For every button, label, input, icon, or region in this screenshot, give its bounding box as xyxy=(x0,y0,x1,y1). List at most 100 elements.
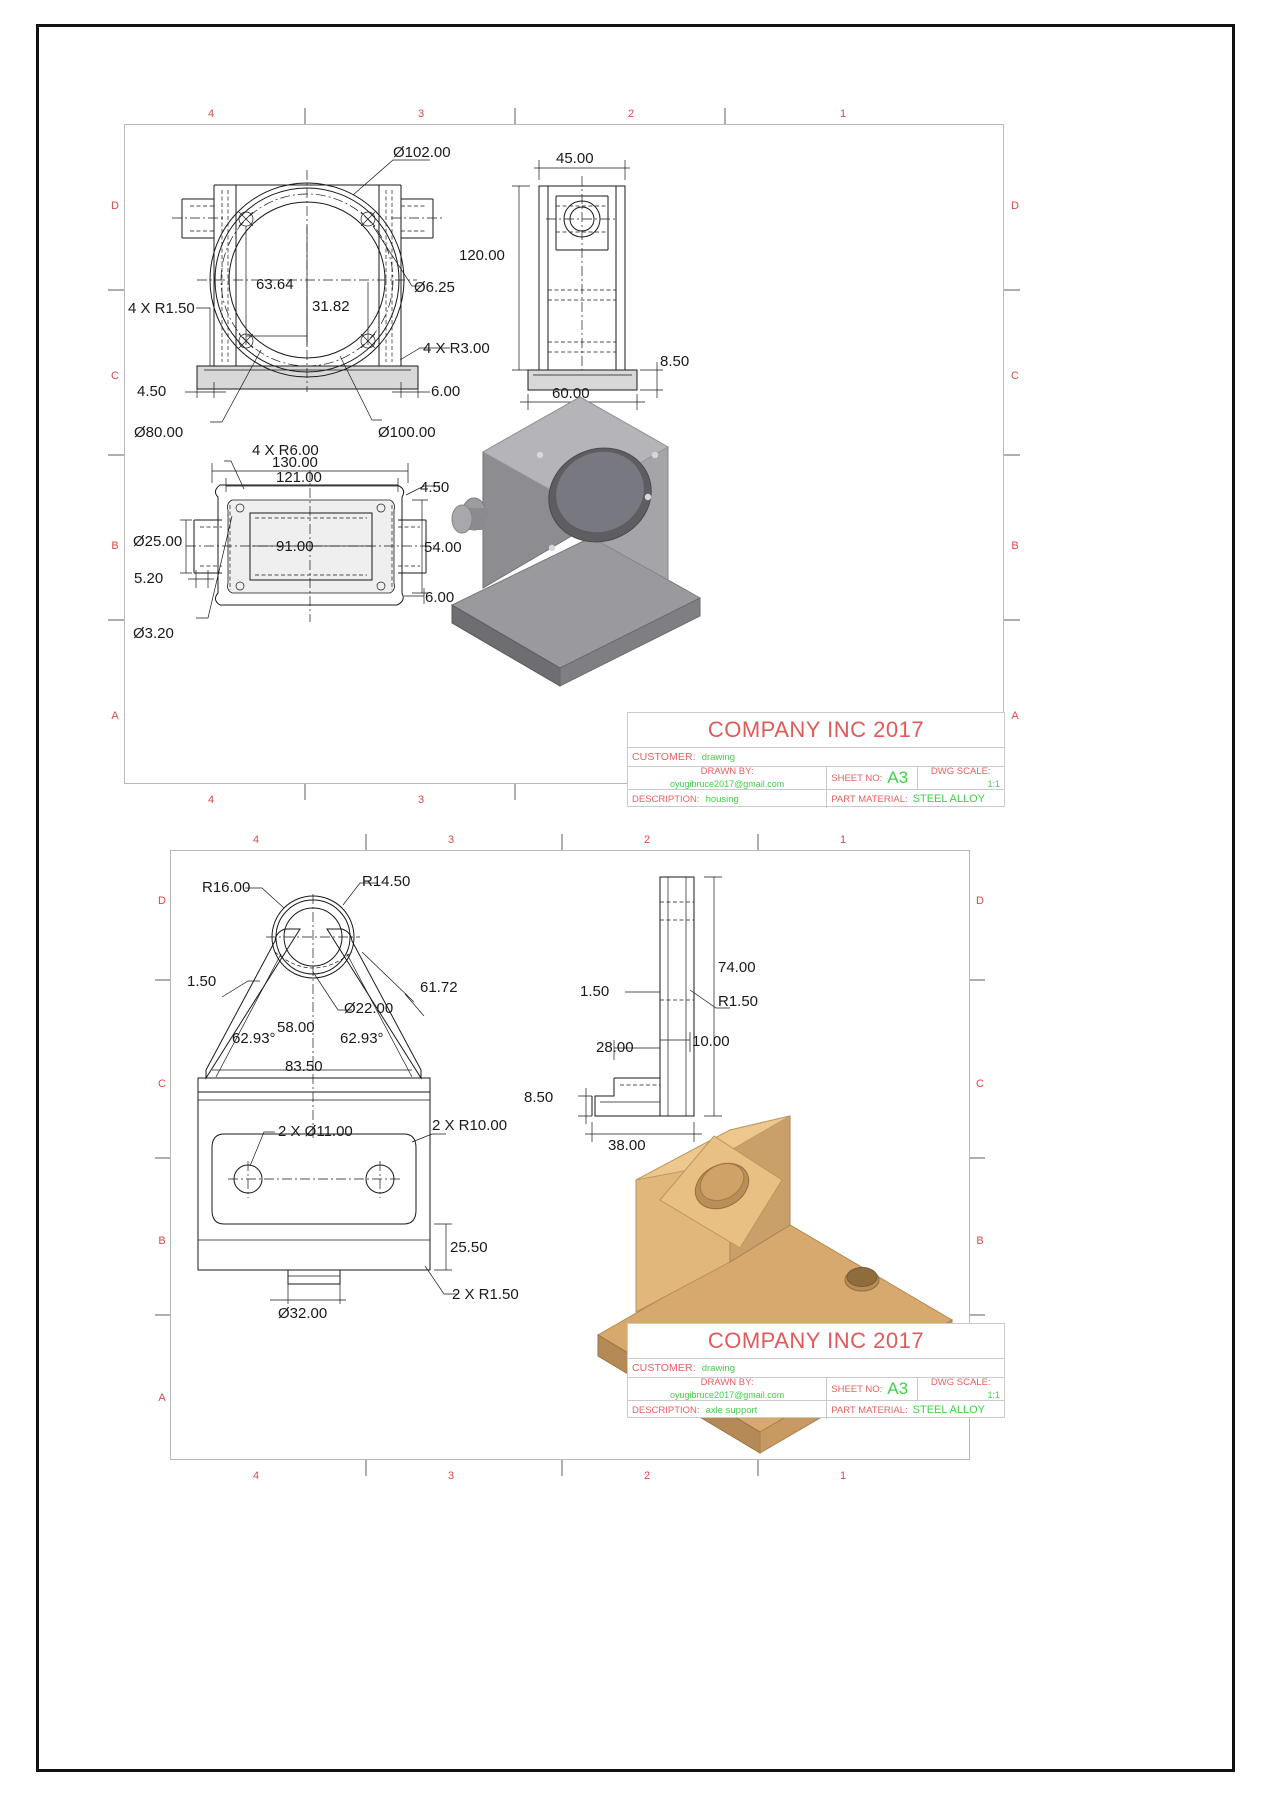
sheet1-sheet-no-label: SHEET NO: xyxy=(831,772,883,784)
sheet1-part-material-label: PART MATERIAL: xyxy=(831,793,908,805)
sheet1-zone-row-C-right: C xyxy=(1011,370,1019,382)
dim-d100: Ø100.00 xyxy=(378,424,436,441)
sheet1-dwg-scale-value: 1:1 xyxy=(987,779,1000,789)
sheet1-zone-col-4-top: 4 xyxy=(207,108,215,120)
dim-2550: 25.50 xyxy=(450,1239,488,1256)
sheet1-zone-row-B-left: B xyxy=(111,540,119,552)
sheet1-zone-col-3-bottom: 3 xyxy=(417,794,425,806)
sheet2-zone-col-3-bottom: 3 xyxy=(447,1470,455,1482)
dim-d102: Ø102.00 xyxy=(393,144,451,161)
sheet2-zone-col-1-top: 1 xyxy=(839,834,847,846)
housing-isometric-view xyxy=(450,396,702,687)
housing-front-view-geometry xyxy=(172,170,443,392)
sheet2-zone-row-B-right: B xyxy=(976,1235,984,1247)
dim-2x-r150: 2 X R1.50 xyxy=(452,1286,519,1303)
dim-5400: 54.00 xyxy=(424,539,462,556)
dim-600-front: 6.00 xyxy=(431,383,460,400)
sheet2-drawn-by-value: oyugibruce2017@gmail.com xyxy=(670,1390,785,1400)
sheet2-title-block: COMPANY INC 2017 CUSTOMER: drawing DRAWN… xyxy=(627,1323,1005,1419)
sheet2-customer-value: drawing xyxy=(701,1362,735,1374)
dim-5800: 58.00 xyxy=(277,1019,315,1036)
dim-4xr300: 4 X R3.00 xyxy=(423,340,490,357)
sheet1-zone-row-A-left: A xyxy=(111,710,119,722)
sheet1-dwg-scale-label: DWG SCALE: xyxy=(930,767,991,777)
sheet2-dwg-scale-label: DWG SCALE: xyxy=(930,1378,991,1388)
sheet-1-housing: 4 3 2 1 4 3 2 1 D C B A D C B A xyxy=(0,0,1271,880)
sheet1-description-label: DESCRIPTION: xyxy=(632,793,700,805)
housing-top-dimensions: 4 X R6.00 130.00 121.00 4.50 Ø25.00 91.0… xyxy=(133,442,462,642)
dim-1000: 10.00 xyxy=(692,1033,730,1050)
axle-support-front-geometry xyxy=(197,894,431,1285)
sheet2-zone-row-C-left: C xyxy=(158,1078,166,1090)
sheet1-drawn-by-label: DRAWN BY: xyxy=(700,767,754,777)
sheet2-zone-row-C-right: C xyxy=(976,1078,984,1090)
sheet2-drawn-by-label: DRAWN BY: xyxy=(700,1378,754,1388)
sheet2-zone-row-B-left: B xyxy=(158,1235,166,1247)
sheet2-zone-col-1-bottom: 1 xyxy=(839,1470,847,1482)
page-outer-border xyxy=(36,24,1235,1772)
sheet1-customer-label: CUSTOMER: xyxy=(632,751,696,763)
dim-d80: Ø80.00 xyxy=(134,424,183,441)
dim-d2500: Ø25.00 xyxy=(133,533,182,550)
sheet2-zone-col-2-bottom: 2 xyxy=(643,1470,651,1482)
sheet1-zone-col-4-bottom: 4 xyxy=(207,794,215,806)
sheet2-sheet-no-label: SHEET NO: xyxy=(831,1383,883,1395)
dim-520: 5.20 xyxy=(134,570,163,587)
sheet1-sheet-no-value: A3 xyxy=(887,768,909,787)
dim-7400: 74.00 xyxy=(718,959,756,976)
dim-r1600: R16.00 xyxy=(202,879,250,896)
sheet2-customer-label: CUSTOMER: xyxy=(632,1362,696,1374)
sheet1-zone-row-A-right: A xyxy=(1011,710,1019,722)
sheet1-zone-row-B-right: B xyxy=(1011,540,1019,552)
dim-600-top: 6.00 xyxy=(425,589,454,606)
housing-side-view-geometry xyxy=(527,176,638,391)
sheet1-company-name: COMPANY INC 2017 xyxy=(707,717,925,742)
sheet1-drawing-frame xyxy=(124,124,1004,784)
dim-angle-left: 62.93° xyxy=(232,1030,276,1047)
dim-450-top: 4.50 xyxy=(420,479,449,496)
axle-support-side-dimensions: 1.50 74.00 R1.50 10.00 28.00 8.50 38.00 xyxy=(524,876,758,1154)
sheet1-zone-col-3-top: 3 xyxy=(417,108,425,120)
dim-2x-r1000: 2 X R10.00 xyxy=(432,1117,507,1134)
dim-4xr150: 4 X R1.50 xyxy=(128,300,195,317)
dim-d2200: Ø22.00 xyxy=(344,1000,393,1017)
sheet2-zone-col-2-top: 2 xyxy=(643,834,651,846)
dim-13000: 130.00 xyxy=(272,454,318,471)
sheet2-zone-col-4-bottom: 4 xyxy=(252,1470,260,1482)
dim-12100: 121.00 xyxy=(276,469,322,486)
axle-support-front-dimensions: R16.00 R14.50 1.50 61.72 Ø22.00 58.00 62… xyxy=(187,873,519,1322)
sheet1-title-block: COMPANY INC 2017 CUSTOMER: drawing DRAWN… xyxy=(627,712,1005,808)
sheet1-customer-value: drawing xyxy=(701,751,735,763)
sheet2-description-value: axle support xyxy=(705,1404,758,1416)
dim-3182: 31.82 xyxy=(312,298,350,315)
sheet2-zone-col-4-top: 4 xyxy=(252,834,260,846)
dim-4500: 45.00 xyxy=(556,150,594,167)
sheet2-zone-col-3-top: 3 xyxy=(447,834,455,846)
sheet1-drawing-canvas: Ø102.00 Ø6.25 63.64 31.82 4 X R1.50 4 X … xyxy=(108,108,1020,800)
sheet1-zone-col-1-top: 1 xyxy=(839,108,847,120)
dim-r1450: R14.50 xyxy=(362,873,410,890)
dim-450-front: 4.50 xyxy=(137,383,166,400)
sheet1-description-value: housing xyxy=(705,793,739,805)
dim-d3200: Ø32.00 xyxy=(278,1305,327,1322)
dim-150-bracket: 1.50 xyxy=(187,973,216,990)
dim-6364: 63.64 xyxy=(256,276,294,293)
sheet1-zone-col-2-top: 2 xyxy=(627,108,635,120)
dim-3800: 38.00 xyxy=(608,1137,646,1154)
dim-6172: 61.72 xyxy=(420,979,458,996)
sheet2-sheet-no-value: A3 xyxy=(887,1379,909,1398)
housing-top-view-geometry xyxy=(186,470,438,622)
sheet1-zone-row-D-left: D xyxy=(111,200,119,212)
sheet1-zone-row-C-left: C xyxy=(111,370,119,382)
sheet1-zone-row-D-right: D xyxy=(1011,200,1019,212)
dim-4xr600: 4 X R6.00 xyxy=(252,442,319,459)
dim-angle-right: 62.93° xyxy=(340,1030,384,1047)
dim-150-side: 1.50 xyxy=(580,983,609,1000)
sheet2-drawing-frame xyxy=(170,850,970,1460)
sheet2-dwg-scale-value: 1:1 xyxy=(987,1390,1000,1400)
housing-side-dimensions: 45.00 120.00 60.00 8.50 xyxy=(459,150,689,410)
sheet2-zone-row-D-left: D xyxy=(158,895,166,907)
dim-r150-side: R1.50 xyxy=(718,993,758,1010)
dim-850-bracket: 8.50 xyxy=(524,1089,553,1106)
